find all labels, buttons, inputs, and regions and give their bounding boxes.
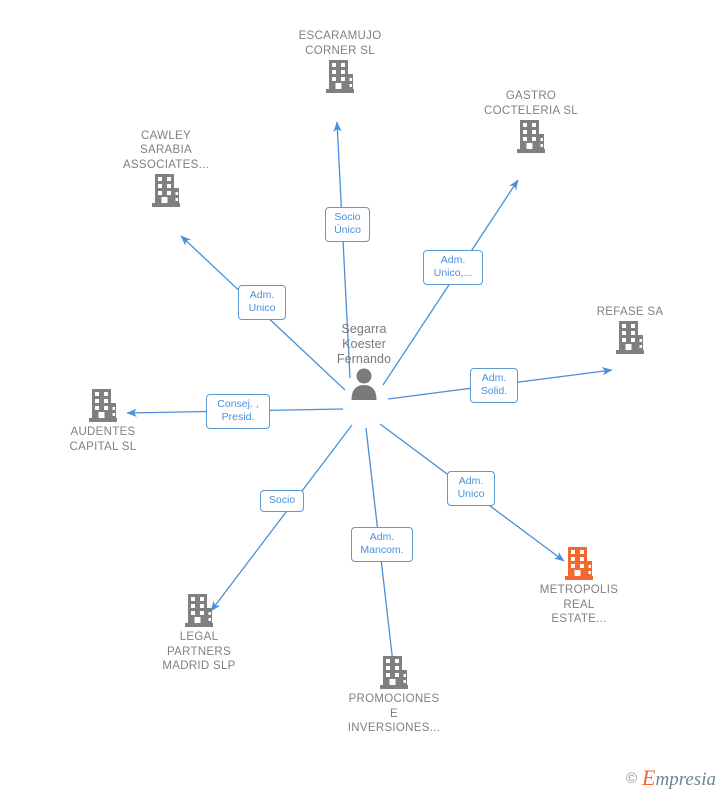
edge-label-metropolis[interactable]: Adm. Unico bbox=[447, 471, 495, 506]
brand-initial: E bbox=[642, 765, 656, 790]
node-label-escaramujo: ESCARAMUJO CORNER SL bbox=[298, 30, 382, 57]
copyright-icon: © bbox=[625, 770, 638, 787]
node-label-metropolis: METROPOLIS REAL ESTATE... bbox=[539, 584, 619, 625]
person-icon-svg bbox=[351, 368, 377, 400]
node-promociones[interactable]: PROMOCIONES E INVERSIONES... bbox=[324, 654, 464, 736]
building-icon-svg bbox=[616, 321, 644, 354]
node-label-audentes: AUDENTES CAPITAL SL bbox=[69, 426, 137, 453]
building-icon-svg bbox=[152, 174, 180, 207]
edge-label-promociones[interactable]: Adm. Mancom. bbox=[351, 527, 413, 562]
node-refase[interactable]: REFASE SA bbox=[560, 305, 700, 358]
edge-label-refase[interactable]: Adm. Solid. bbox=[470, 368, 518, 403]
node-person[interactable]: Segarra Koester Fernando bbox=[294, 322, 434, 401]
brand-name: mpresia bbox=[655, 769, 716, 790]
edge-legal bbox=[210, 424, 353, 612]
node-gastro[interactable]: GASTRO COCTELERIA SL bbox=[461, 89, 601, 156]
building-icon bbox=[33, 387, 173, 425]
building-icon bbox=[96, 172, 236, 210]
node-escaramujo[interactable]: ESCARAMUJO CORNER SL bbox=[270, 29, 410, 96]
node-audentes[interactable]: AUDENTES CAPITAL SL bbox=[33, 387, 173, 454]
node-label-cawley: CAWLEY SARABIA ASSOCIATES... bbox=[122, 129, 210, 171]
edge-label-escaramujo[interactable]: Socio Único bbox=[325, 207, 370, 242]
edge-label-legal_partners[interactable]: Socio bbox=[260, 490, 304, 512]
node-legal_partners[interactable]: LEGAL PARTNERS MADRID SLP bbox=[129, 592, 269, 674]
building-icon-svg bbox=[565, 547, 593, 580]
node-label-promociones: PROMOCIONES E INVERSIONES... bbox=[347, 693, 441, 734]
node-label-gastro: GASTRO COCTELERIA SL bbox=[483, 90, 578, 117]
watermark: © Empresia bbox=[625, 765, 716, 790]
node-label-person: Segarra Koester Fernando bbox=[336, 322, 392, 366]
building-icon bbox=[324, 654, 464, 692]
edge-label-gastro[interactable]: Adm. Unico,... bbox=[423, 250, 483, 285]
edge-label-audentes[interactable]: Consej. , Presid. bbox=[206, 394, 270, 429]
brand-logo: Empresia bbox=[642, 765, 716, 790]
node-label-refase: REFASE SA bbox=[596, 305, 664, 318]
building-icon bbox=[461, 118, 601, 156]
building-icon bbox=[270, 58, 410, 96]
building-icon-svg bbox=[326, 60, 354, 93]
person-icon bbox=[294, 367, 434, 401]
building-icon bbox=[509, 545, 649, 583]
edge-label-cawley[interactable]: Adm. Unico bbox=[238, 285, 286, 320]
node-metropolis[interactable]: METROPOLIS REAL ESTATE... bbox=[509, 545, 649, 627]
building-icon-svg bbox=[89, 389, 117, 422]
building-icon bbox=[560, 319, 700, 357]
node-label-legal_partners: LEGAL PARTNERS MADRID SLP bbox=[162, 631, 236, 672]
building-icon-svg bbox=[517, 120, 545, 153]
building-icon-svg bbox=[185, 594, 213, 627]
building-icon bbox=[129, 592, 269, 630]
building-icon-svg bbox=[380, 656, 408, 689]
node-cawley[interactable]: CAWLEY SARABIA ASSOCIATES... bbox=[96, 129, 236, 211]
